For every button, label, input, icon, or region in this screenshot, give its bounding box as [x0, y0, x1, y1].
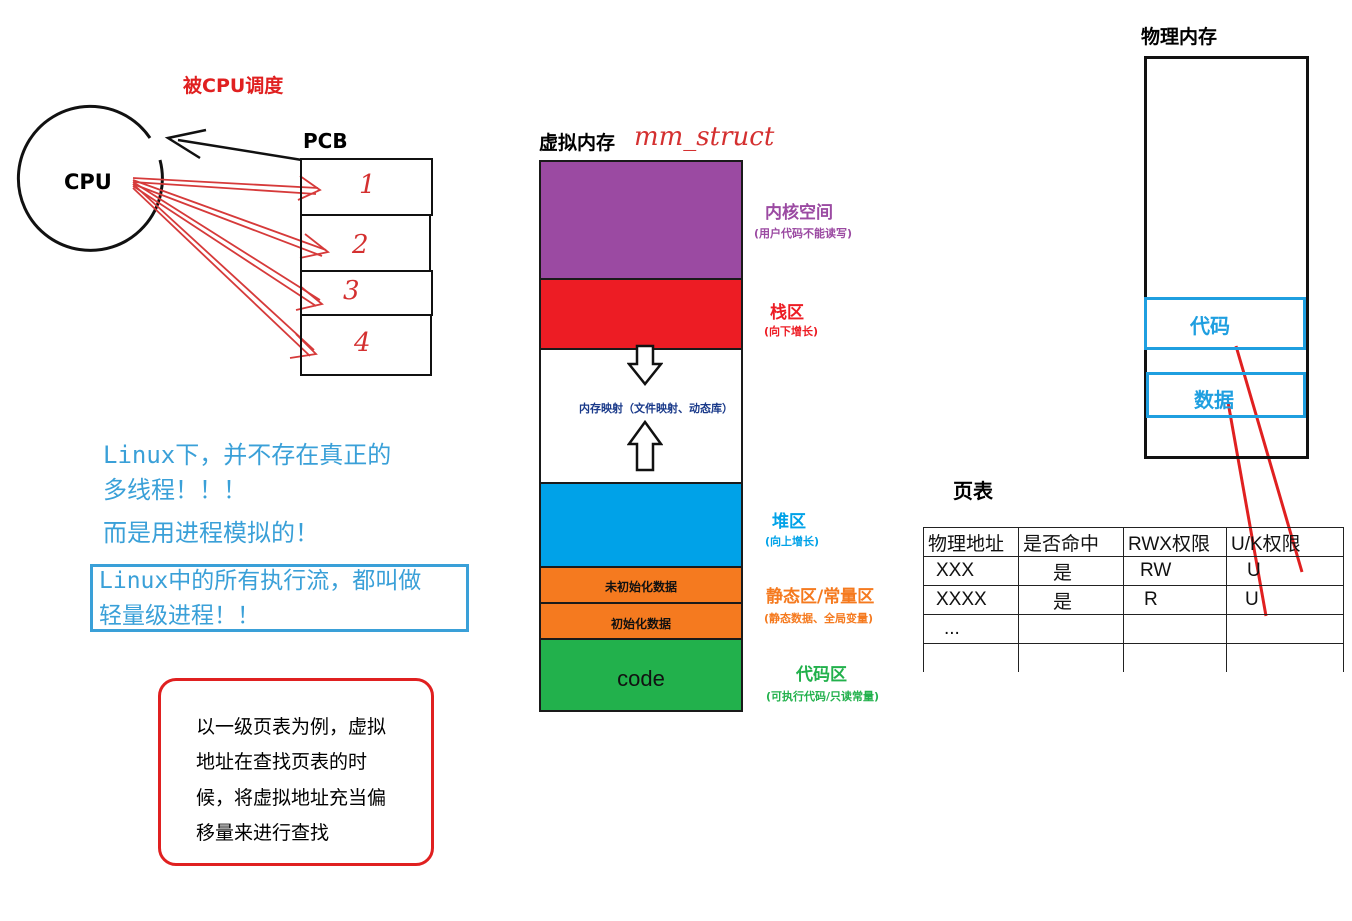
- pcb-title: PCB: [303, 129, 348, 153]
- note-boxed-line-2: 轻量级进程！！: [99, 603, 260, 629]
- cell: RW: [1123, 556, 1227, 586]
- cell: R: [1123, 585, 1227, 615]
- uninit-segment: 未初始化数据: [539, 566, 743, 604]
- pcb-num-3: 3: [343, 276, 360, 306]
- header-phys-addr: 物理地址: [923, 527, 1019, 557]
- pcb-num-1: 1: [359, 170, 376, 200]
- pmem-code-block: [1144, 297, 1306, 350]
- kernel-region-name: 内核空间: [765, 203, 833, 223]
- scheduling-arrow: [177, 138, 303, 162]
- note-line-3: 而是用进程模拟的！: [103, 519, 319, 547]
- cell: [1226, 643, 1344, 672]
- note-boxed-line-1: Linux中的所有执行流，都叫做: [99, 568, 422, 594]
- table-row: [923, 643, 1344, 672]
- pmem-data-label: 数据: [1194, 388, 1234, 412]
- pmem-title: 物理内存: [1141, 26, 1218, 48]
- pcb-num-2: 2: [352, 230, 369, 260]
- cell: ...: [923, 614, 1019, 644]
- note-line-2: 多线程！！！: [103, 476, 247, 504]
- static-region-note: (静态数据、全局变量): [764, 612, 874, 625]
- header-uk: U/K权限: [1226, 527, 1344, 557]
- page-table-header: 物理地址 是否命中 RWX权限 U/K权限: [923, 527, 1344, 557]
- page-table-title: 页表: [953, 479, 993, 503]
- init-label: 初始化数据: [610, 617, 671, 631]
- red-note-line-4: 移量来进行查找: [196, 822, 330, 844]
- arrow-down-icon: [627, 344, 663, 387]
- cell: XXXX: [923, 585, 1019, 615]
- stack-segment: [539, 278, 743, 350]
- red-note-line-1: 以一级页表为例，虚拟: [196, 716, 387, 738]
- red-note-line-2: 地址在查找页表的时: [196, 751, 368, 773]
- kernel-segment: [539, 160, 743, 280]
- cell: U: [1226, 556, 1344, 586]
- cell: U: [1226, 585, 1344, 615]
- cell: [1123, 643, 1227, 672]
- page-table: 物理地址 是否命中 RWX权限 U/K权限 XXX 是 RW U XXXX 是 …: [923, 527, 1344, 672]
- red-note-line-3: 候，将虚拟地址充当偏: [196, 787, 387, 809]
- heap-segment: [539, 482, 743, 568]
- scheduling-arrowhead: [164, 128, 207, 160]
- red-note-box: [158, 678, 434, 866]
- cell: XXX: [923, 556, 1019, 586]
- pmem-data-block: [1146, 372, 1306, 418]
- uninit-label: 未初始化数据: [604, 580, 677, 594]
- stack-region-name: 栈区: [770, 303, 804, 323]
- table-row: ...: [923, 614, 1344, 644]
- cell: [1018, 614, 1124, 644]
- code-region-note: (可执行代码/只读常量): [766, 690, 880, 703]
- init-segment: 初始化数据: [539, 602, 743, 640]
- mmap-label: 内存映射（文件映射、动态库）: [579, 402, 733, 415]
- code-segment: code: [539, 638, 743, 712]
- static-region-name: 静态区/常量区: [766, 587, 875, 607]
- code-label: code: [617, 666, 665, 691]
- cell: [1018, 643, 1124, 672]
- cell: 是: [1018, 556, 1124, 586]
- table-row: XXX 是 RW U: [923, 556, 1344, 586]
- pcb-item-3: [300, 270, 433, 316]
- vmem-title: 虚拟内存: [539, 132, 616, 154]
- pmem-box: [1144, 56, 1309, 459]
- pcb-num-4: 4: [354, 328, 371, 358]
- cell: [1226, 614, 1344, 644]
- scheduled-label: 被CPU调度: [183, 75, 284, 97]
- heap-region-note: (向上增长): [765, 535, 820, 548]
- cpu-label: CPU: [64, 170, 112, 194]
- cell: 是: [1018, 585, 1124, 615]
- pcb-item-4: [300, 314, 432, 376]
- code-region-name: 代码区: [796, 665, 847, 685]
- vmem-struct-name: mm_struct: [634, 122, 775, 152]
- table-row: XXXX 是 R U: [923, 585, 1344, 615]
- cpu-circle: [16, 104, 164, 252]
- note-box: [90, 564, 469, 632]
- arrow-up-icon: [627, 420, 663, 472]
- mmap-segment: 内存映射（文件映射、动态库）: [539, 344, 743, 484]
- note-line-1: Linux下，并不存在真正的: [103, 441, 392, 469]
- header-rwx: RWX权限: [1123, 527, 1227, 557]
- pmem-code-label: 代码: [1190, 314, 1230, 338]
- kernel-region-note: (用户代码不能读写): [754, 227, 853, 240]
- cpu-to-pcb-arrows: [132, 175, 331, 359]
- cell: [1123, 614, 1227, 644]
- header-hit: 是否命中: [1018, 527, 1124, 557]
- stack-region-note: (向下增长): [764, 325, 819, 338]
- heap-region-name: 堆区: [772, 512, 806, 532]
- cell: [923, 643, 1019, 672]
